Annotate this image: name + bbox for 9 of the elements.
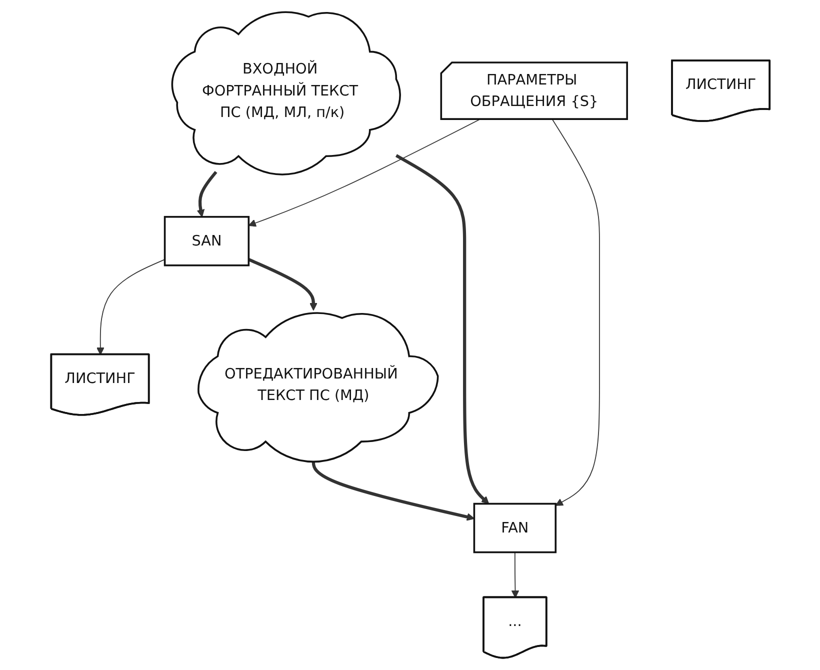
node-box: SAN bbox=[163, 216, 250, 266]
arrow bbox=[248, 119, 480, 227]
arrow bbox=[196, 170, 217, 218]
node-box: FAN bbox=[472, 502, 556, 554]
arrow bbox=[552, 119, 600, 506]
arrow bbox=[96, 259, 165, 356]
arrow bbox=[510, 552, 519, 598]
arrow bbox=[248, 258, 317, 311]
arrow bbox=[395, 154, 489, 504]
